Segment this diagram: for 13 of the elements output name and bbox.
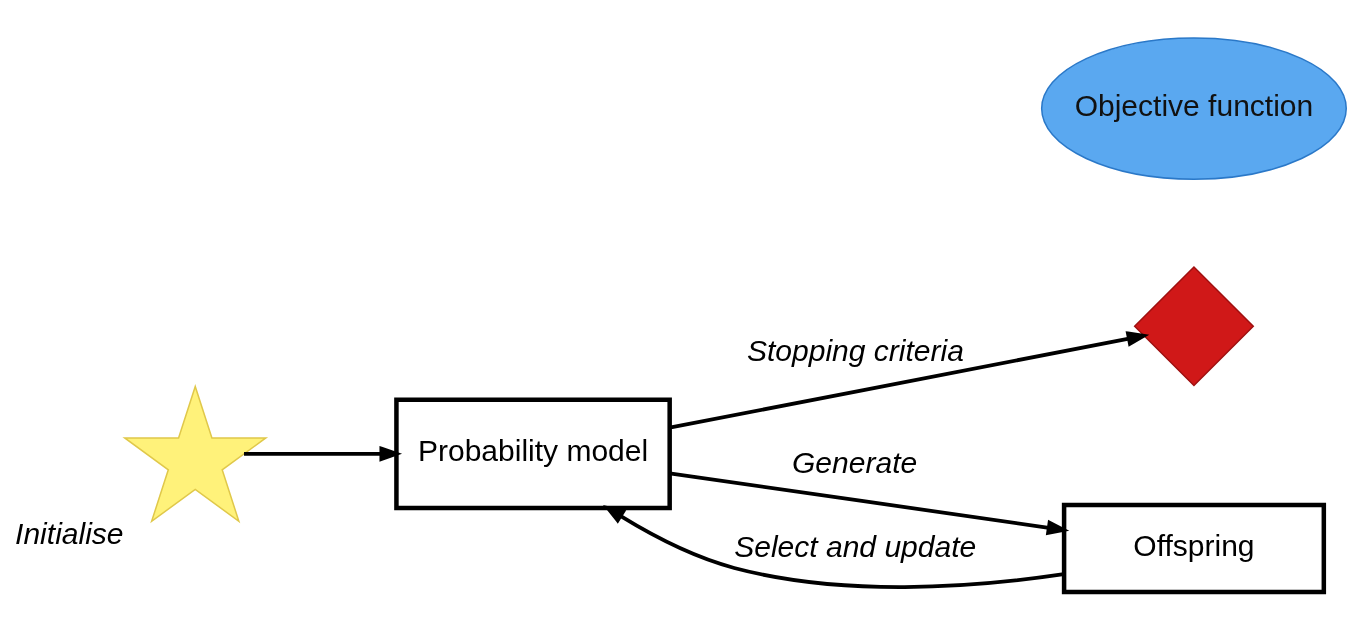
arrow xyxy=(244,445,403,462)
node-label: Initialise xyxy=(15,516,124,550)
edge-label: Generate xyxy=(792,446,918,480)
edge-label: Stopping criteria xyxy=(746,333,964,367)
node-box: Probability model xyxy=(394,397,672,511)
node-box: Offspring xyxy=(1061,502,1327,595)
node-diamond xyxy=(1133,265,1255,387)
node-ellipse: Objective function xyxy=(1040,37,1347,180)
arrow xyxy=(669,331,1150,430)
node-star xyxy=(122,384,269,524)
arrow xyxy=(669,471,1070,536)
edge-label: Select and update xyxy=(734,530,977,564)
arrow xyxy=(602,504,1065,589)
